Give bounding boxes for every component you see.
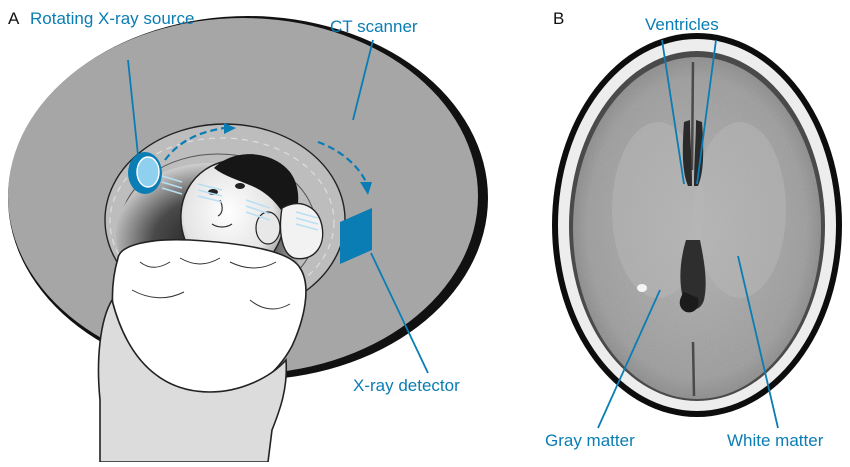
label-xray-detector: X-ray detector <box>353 377 460 394</box>
label-white-matter: White matter <box>727 432 823 449</box>
white-matter-right <box>694 122 786 298</box>
label-gray-matter: Gray matter <box>545 432 635 449</box>
patient-eye-right <box>235 183 245 189</box>
pillow <box>281 204 323 259</box>
label-ct-scanner: CT scanner <box>330 18 418 35</box>
panel-b-letter: B <box>553 10 564 27</box>
label-ventricles: Ventricles <box>645 16 719 33</box>
calcification <box>637 284 647 292</box>
label-rotating-xray-source: Rotating X-ray source <box>30 10 194 27</box>
panel-b-ct-scan <box>552 32 850 432</box>
panel-a-illustration <box>8 16 488 462</box>
xray-source <box>128 152 162 194</box>
falx-posterior <box>693 342 694 396</box>
panel-a-letter: A <box>8 10 19 27</box>
falx-anterior <box>692 62 693 170</box>
